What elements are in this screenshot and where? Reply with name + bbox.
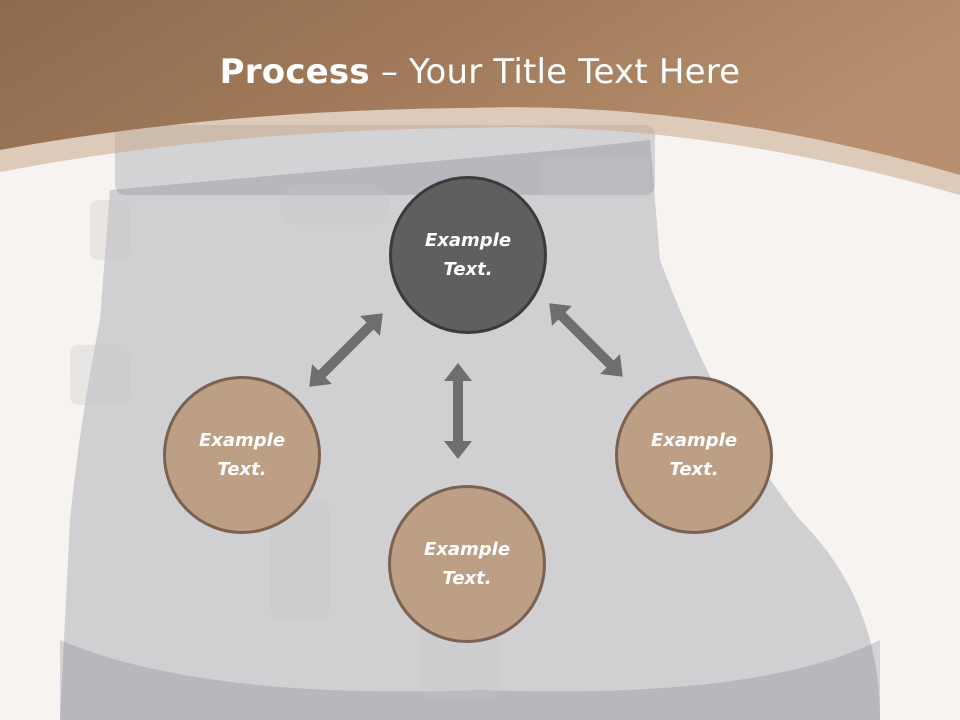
node-left-line2: Text. bbox=[217, 459, 267, 480]
node-bottom-line1: Example bbox=[423, 539, 511, 560]
node-left-line1: Example bbox=[198, 430, 286, 451]
slide-title: Process – Your Title Text Here bbox=[0, 52, 960, 92]
node-right-line1: Example bbox=[650, 430, 738, 451]
node-right-line2: Text. bbox=[669, 459, 719, 480]
node-bottom-line2: Text. bbox=[442, 568, 492, 589]
node-bottom[interactable]: Example Text. bbox=[388, 485, 546, 643]
title-bold: Process bbox=[219, 52, 370, 92]
title-dash: – bbox=[369, 52, 410, 92]
node-center[interactable]: Example Text. bbox=[389, 176, 547, 334]
node-center-line2: Text. bbox=[443, 259, 493, 280]
title-rest: Your Title Text Here bbox=[409, 52, 741, 92]
node-left[interactable]: Example Text. bbox=[163, 376, 321, 534]
node-center-line1: Example bbox=[424, 230, 512, 251]
node-right[interactable]: Example Text. bbox=[615, 376, 773, 534]
